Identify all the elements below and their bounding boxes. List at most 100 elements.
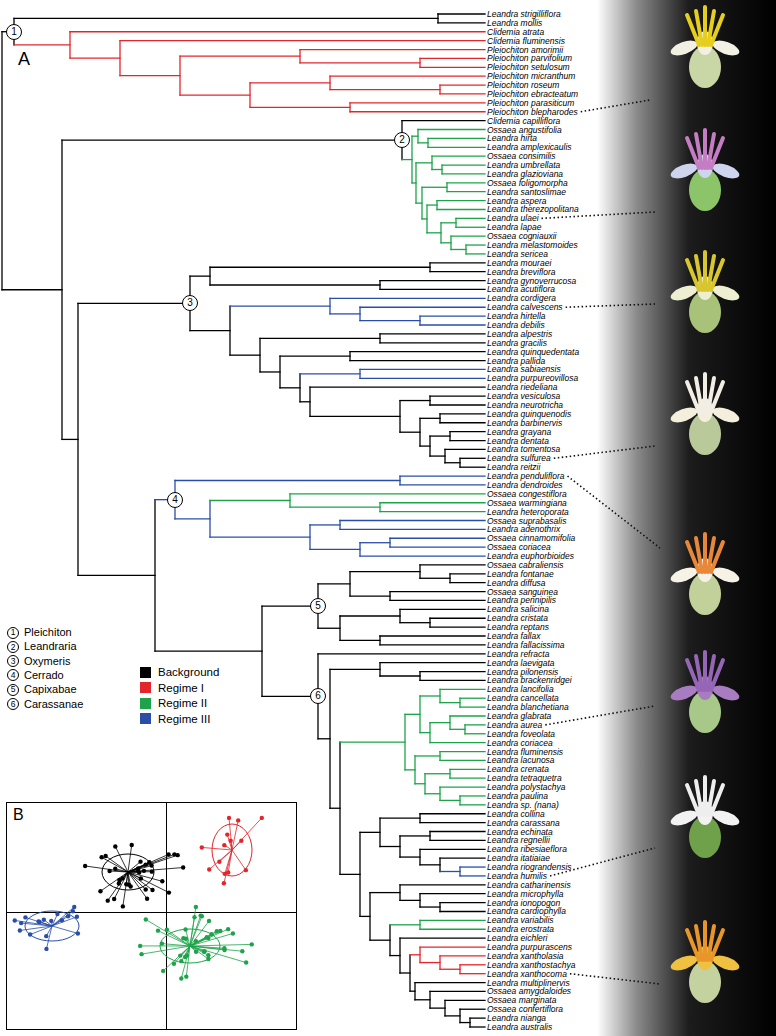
plot-spoke <box>128 845 132 872</box>
plot-spoke <box>146 920 190 946</box>
flower-petal <box>711 565 741 586</box>
flower-petal <box>669 161 699 182</box>
clade-name: Cerrado <box>24 669 64 682</box>
taxon-label: Ossaea warmingiana <box>487 498 567 508</box>
tree-branch <box>419 894 420 907</box>
tree-branch <box>229 306 230 355</box>
plot-point <box>99 855 103 859</box>
tree-branch <box>428 147 485 148</box>
flower-stamen <box>711 382 723 412</box>
taxon-label: Ossaea congestiflora <box>487 489 567 499</box>
tree-branch <box>440 955 485 956</box>
tree-branch <box>450 769 485 770</box>
tree-branch <box>340 640 380 641</box>
plot-axis <box>7 912 296 913</box>
tree-branch <box>430 840 485 841</box>
plot-point <box>19 921 23 925</box>
tree-branch <box>420 67 485 68</box>
flower-stamen <box>711 660 723 690</box>
tree-branch <box>420 315 485 316</box>
clade-circle: 4 <box>167 492 183 508</box>
clade-number: 1 <box>7 627 19 639</box>
tree-branch <box>425 773 450 774</box>
taxon-label: Leandra crenata <box>487 764 549 774</box>
plot-point <box>161 969 165 973</box>
tree-branch <box>399 938 400 973</box>
tree-branch <box>230 355 260 356</box>
taxon-label: Leandra santoslimae <box>487 187 566 197</box>
taxon-label: Leandra fallacissima <box>487 640 564 650</box>
tree-branch <box>350 360 485 361</box>
flower-petal <box>669 38 699 59</box>
tree-branch <box>456 227 485 228</box>
plot-spoke <box>85 866 128 872</box>
flower-stamen <box>711 930 723 960</box>
plot-spoke <box>162 944 190 946</box>
tree-branch <box>400 609 485 610</box>
plot-spoke <box>128 872 152 890</box>
tree-branch <box>439 689 440 702</box>
tree-branch <box>460 964 485 965</box>
tree-branch <box>400 900 420 901</box>
tree-branch <box>330 76 485 77</box>
tree-branch <box>420 962 440 963</box>
flower-stamen <box>696 781 702 815</box>
tree-branch <box>350 111 485 112</box>
tree-branch <box>450 715 485 716</box>
tree-branch <box>399 476 400 485</box>
tree-branch <box>450 729 465 730</box>
plot-point <box>138 859 142 863</box>
taxon-label: Leandra glabrata <box>487 711 551 721</box>
tree-branch <box>380 289 485 290</box>
taxon-label: Leandra mollis <box>487 18 542 28</box>
legend-swatch <box>140 698 151 709</box>
tree-branch <box>460 698 485 699</box>
tree-branch <box>380 846 400 847</box>
flower-stamen <box>696 656 702 690</box>
plot-point <box>156 928 160 932</box>
plot-spoke <box>190 946 246 963</box>
tree-branch <box>399 836 400 857</box>
flower-stamen <box>696 538 702 572</box>
tree-branch <box>230 305 330 306</box>
tree-branch <box>427 204 437 205</box>
plot-point <box>226 927 230 931</box>
tree-branch <box>340 529 485 530</box>
tree-branch <box>379 636 380 645</box>
tree-branch <box>318 738 330 739</box>
taxon-label: Leandra itatiaiae <box>487 853 550 863</box>
tree-branch <box>380 342 485 343</box>
taxon-label: Leandra lacunosa <box>487 755 555 765</box>
tree-branch <box>440 413 485 414</box>
tree-branch <box>438 22 485 23</box>
plot-point <box>227 816 231 820</box>
tree-branch <box>339 742 340 874</box>
tree-branch <box>360 542 390 543</box>
tree-branch <box>460 795 485 796</box>
tree-branch <box>359 369 360 378</box>
tree-branch <box>290 507 380 508</box>
taxon-label: Leandra adenothrix <box>487 524 560 534</box>
tree-branch <box>420 906 440 907</box>
clade-key: 5Capixabae <box>7 683 77 696</box>
tree-branch <box>460 1009 485 1010</box>
plot-point <box>139 952 143 956</box>
tree-branch <box>432 169 442 170</box>
tree-branch <box>359 307 360 320</box>
tree-branch <box>440 858 485 859</box>
tree-branch <box>430 618 485 619</box>
tree-branch <box>380 502 485 503</box>
flower-petal <box>669 405 699 426</box>
tree-branch <box>430 395 485 396</box>
tree-branch <box>120 75 180 76</box>
tree-branch <box>379 663 380 676</box>
flower-stamen <box>711 785 723 815</box>
taxon-label: Leandra tomentosa <box>487 444 560 454</box>
plot-spoke <box>190 929 228 946</box>
tree-branch <box>289 494 290 507</box>
tree-branch <box>380 818 420 819</box>
tree-branch <box>414 983 415 1000</box>
tree-branch <box>405 714 420 715</box>
